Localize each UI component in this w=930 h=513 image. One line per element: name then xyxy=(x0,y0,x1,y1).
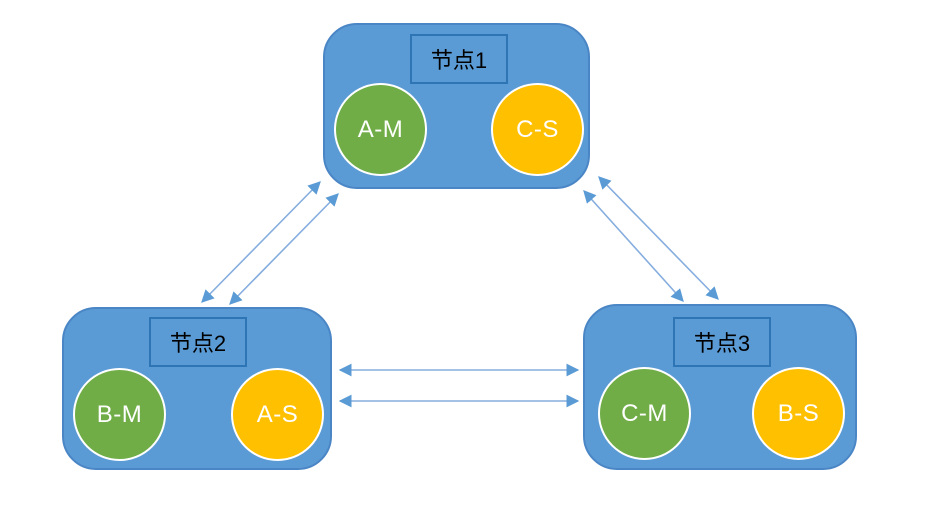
node-2-title: 节点2 xyxy=(169,331,227,356)
node-3: 节点3 C-M B-S xyxy=(583,304,857,470)
arrow-node1-node3-1 xyxy=(583,190,684,302)
node-3-master-circle: C-M xyxy=(598,367,691,460)
node-3-slave-circle: B-S xyxy=(752,367,845,460)
node-1-master-label: A-M xyxy=(357,115,404,143)
node-3-master-label: C-M xyxy=(621,399,668,427)
node-2-slave-label: A-S xyxy=(256,400,299,428)
node-1-slave-label: C-S xyxy=(516,115,559,143)
node-1: 节点1 A-M C-S xyxy=(323,23,590,189)
node-2-master-circle: B-M xyxy=(73,368,166,461)
arrow-node1-node2-2 xyxy=(229,193,339,305)
node-1-master-circle: A-M xyxy=(334,83,427,176)
node-3-label-box: 节点3 xyxy=(673,317,771,367)
node-1-title: 节点1 xyxy=(430,48,488,73)
node-1-slave-circle: C-S xyxy=(491,83,584,176)
node-2-label-box: 节点2 xyxy=(149,317,247,367)
node-2-slave-circle: A-S xyxy=(231,368,324,461)
node-3-title: 节点3 xyxy=(693,331,751,356)
node-1-label-box: 节点1 xyxy=(410,34,508,84)
arrow-node1-node2-1 xyxy=(201,181,321,303)
arrow-node1-node3-2 xyxy=(598,176,719,300)
node-2-master-label: B-M xyxy=(96,400,143,428)
node-2: 节点2 B-M A-S xyxy=(62,307,332,470)
node-3-slave-label: B-S xyxy=(777,399,820,427)
